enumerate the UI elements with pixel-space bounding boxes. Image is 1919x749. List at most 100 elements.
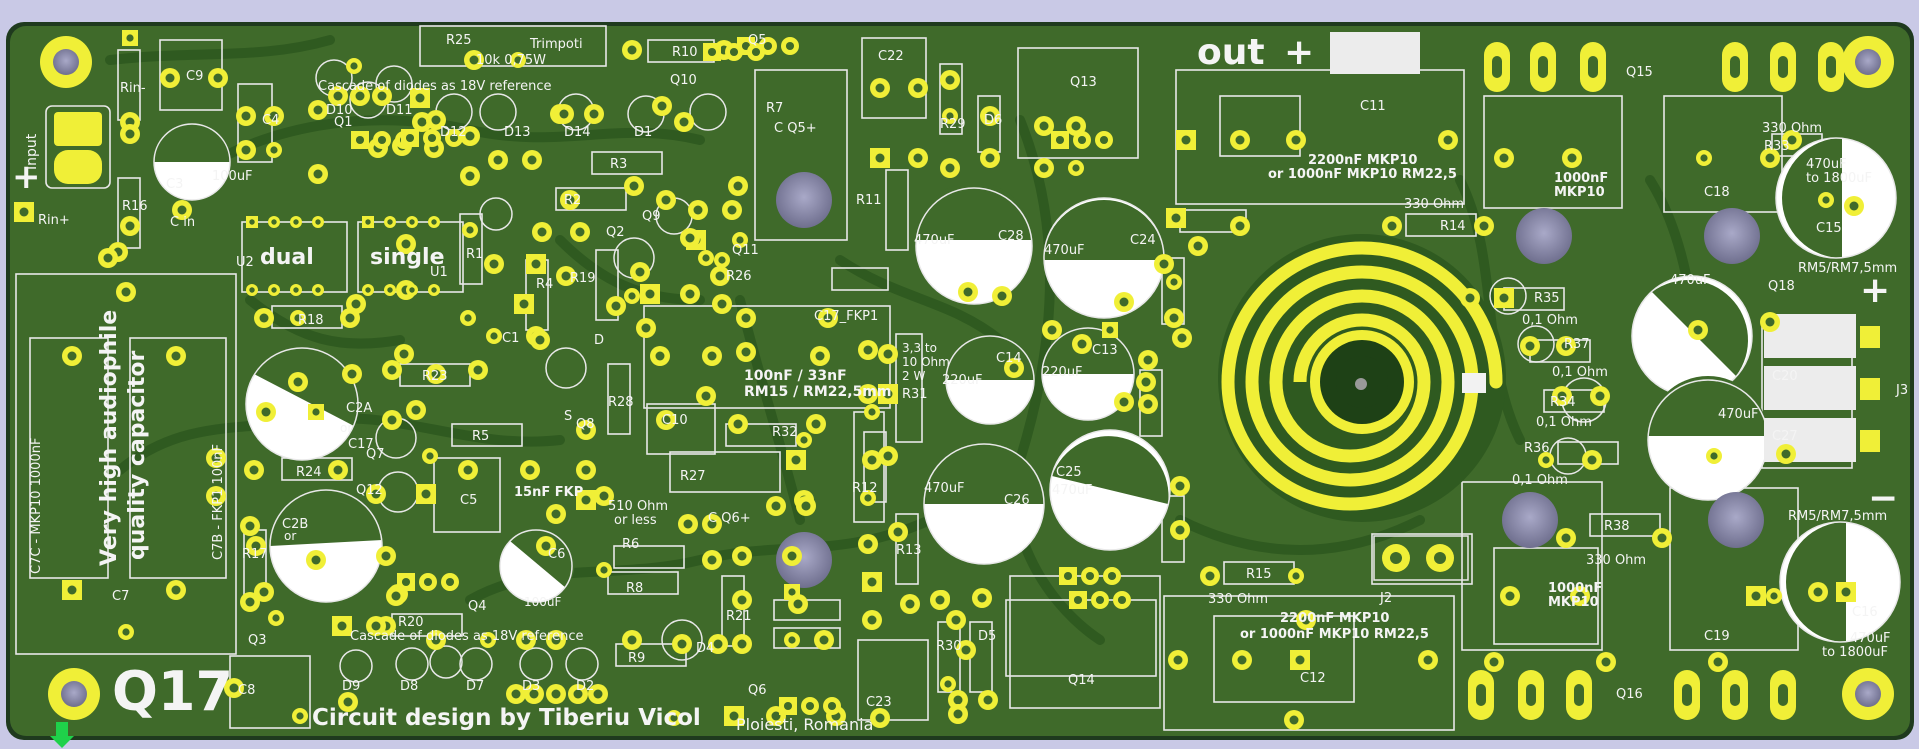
- pad-hole: [737, 551, 747, 561]
- pad-hole: [1106, 326, 1114, 334]
- c18-mkp-1: 1000nF: [1554, 171, 1608, 186]
- designator-q6: Q6: [748, 683, 767, 698]
- designator-q16: Q16: [1616, 687, 1643, 702]
- pad-hole: [551, 509, 561, 519]
- pad-hole: [629, 181, 639, 191]
- pad-hole: [635, 267, 645, 277]
- pad-hole: [19, 207, 29, 217]
- pad-hole: [371, 489, 381, 499]
- pad-hole: [1289, 715, 1299, 725]
- pad-hole: [511, 689, 521, 699]
- designator-d1: D1: [634, 125, 652, 140]
- pad-hole: [465, 131, 475, 141]
- c19-mkp-1: 1000nF: [1548, 581, 1602, 596]
- j2-connector: [1373, 535, 1469, 581]
- pad-hole: [1765, 317, 1775, 327]
- designator-r38: R38: [1604, 519, 1630, 534]
- designator-c17: C17: [348, 437, 374, 452]
- designator-r4: R4: [536, 277, 553, 292]
- pad-hole: [431, 287, 437, 293]
- designator-q14: Q14: [1068, 673, 1095, 688]
- designator-c-q5-: C Q5+: [774, 121, 817, 136]
- designator-c7: C7: [112, 589, 129, 604]
- pad-hole: [1237, 655, 1247, 665]
- pad-hole: [685, 233, 695, 243]
- pad-hole: [1301, 615, 1311, 625]
- cascade-top: Cascade of diodes as 18V reference: [318, 79, 551, 94]
- pad-hole: [1141, 377, 1151, 387]
- pad-hole: [371, 621, 381, 631]
- pad-hole: [484, 636, 492, 644]
- designator-d6: D6: [984, 113, 1002, 128]
- pad-hole: [421, 489, 431, 499]
- pad-hole: [733, 181, 743, 191]
- pad-hole: [241, 111, 251, 121]
- c3-value: 100uF: [212, 169, 253, 184]
- pad-hole: [864, 494, 872, 502]
- designator-c27: C27: [1772, 429, 1798, 444]
- cascade-bottom: Cascade of diodes as 18V reference: [350, 629, 583, 644]
- designator-r7: R7: [766, 101, 783, 116]
- pad-hole: [627, 635, 637, 645]
- designator-r26: R26: [726, 269, 752, 284]
- pad-hole: [741, 313, 751, 323]
- designator-d2: D2: [576, 679, 594, 694]
- designator-c23: C23: [866, 695, 892, 710]
- spiral-inductor: [1218, 234, 1506, 522]
- pad-hole: [463, 465, 473, 475]
- pad-hole: [1693, 325, 1703, 335]
- pad-hole: [251, 541, 261, 551]
- trimpot-label: Trimpoti: [529, 37, 583, 52]
- designator-c2a: C2A: [346, 401, 372, 416]
- designator-r31: R31: [902, 387, 928, 402]
- pad-hole: [1387, 221, 1397, 231]
- pad-hole: [1085, 571, 1095, 581]
- designator-q3: Q3: [248, 633, 267, 648]
- out-plus: +: [1284, 32, 1314, 73]
- pad-hole: [1713, 657, 1723, 667]
- pad-hole: [733, 419, 743, 429]
- pad-hole: [1787, 135, 1797, 145]
- vertical-label-2: quality capacitor: [125, 350, 150, 560]
- pad-hole: [259, 587, 269, 597]
- pad-hole: [521, 635, 531, 645]
- pad-hole: [1291, 135, 1301, 145]
- pad-hole: [103, 253, 113, 263]
- pad-hole: [751, 47, 761, 57]
- pad-hole: [801, 501, 811, 511]
- pad-hole: [1423, 655, 1433, 665]
- pad-hole: [645, 289, 655, 299]
- pad-hole: [953, 695, 963, 705]
- designator-j3: J3: [1895, 383, 1908, 398]
- pad-hole: [355, 91, 365, 101]
- designator-u2: U2: [236, 255, 254, 270]
- designator-r9: R9: [628, 651, 645, 666]
- pad-hole: [985, 111, 995, 121]
- pad-hole: [1073, 595, 1083, 605]
- r33-value: 330 Ohm: [1762, 121, 1822, 136]
- pad-hole: [1107, 571, 1117, 581]
- designator-d10: D10: [326, 103, 353, 118]
- c18-mkp-2: MKP10: [1554, 185, 1605, 200]
- pad-hole: [315, 219, 321, 225]
- c12-label-2: or 1000nF MKP10 RM22,5: [1240, 627, 1429, 642]
- c16-rm: RM5/RM7,5mm: [1788, 509, 1887, 524]
- pad-hole: [1770, 592, 1778, 600]
- designator-r28: R28: [608, 395, 634, 410]
- designator-q5: Q5: [748, 33, 767, 48]
- pad-hole: [1173, 655, 1183, 665]
- pad-hole: [171, 351, 181, 361]
- r36-value: 0,1 Ohm: [1512, 473, 1568, 488]
- designator-c15: C15: [1816, 221, 1842, 236]
- pad-hole: [1235, 221, 1245, 231]
- designator-r19: R19: [570, 271, 596, 286]
- pad-hole: [575, 227, 585, 237]
- c26-value: 470uF: [924, 481, 965, 496]
- pad-hole: [293, 219, 299, 225]
- pad-hole: [415, 93, 425, 103]
- big-q17-label: Q17: [112, 660, 233, 723]
- designator-d7: D7: [466, 679, 484, 694]
- designator-d9: D9: [342, 679, 360, 694]
- pad-hole: [431, 115, 441, 125]
- r38-value: 330 Ohm: [1586, 553, 1646, 568]
